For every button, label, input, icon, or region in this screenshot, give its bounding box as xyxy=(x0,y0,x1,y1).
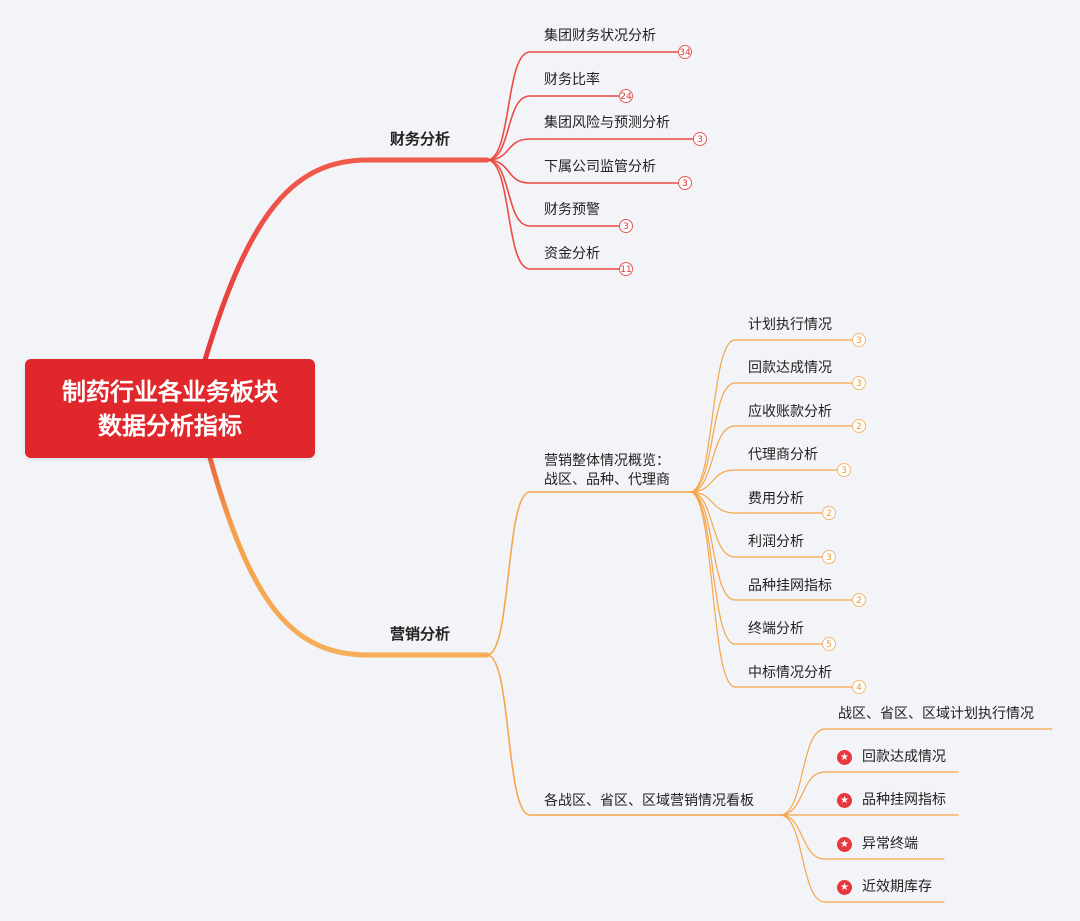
star-icon: ★ xyxy=(837,750,852,765)
branch-marketing[interactable]: 营销分析 xyxy=(390,625,451,643)
count-badge: 3 xyxy=(852,376,866,390)
connector-line xyxy=(689,339,853,493)
count-badge: 2 xyxy=(852,419,866,433)
count-badge: 34 xyxy=(678,45,692,59)
count-badge: 3 xyxy=(837,463,851,477)
overview-node[interactable]: 营销整体情况概览： 战区、品种、代理商 xyxy=(544,452,670,490)
connector-line xyxy=(689,491,853,601)
dashboard-item-label[interactable]: 品种挂网指标 xyxy=(862,792,946,808)
dashboard-item-label[interactable]: 异常终端 xyxy=(862,836,918,852)
connector-line xyxy=(202,157,490,363)
overview-item-label[interactable]: 代理商分析 xyxy=(748,447,818,463)
overview-item-label[interactable]: 费用分析 xyxy=(748,491,804,507)
connector-line xyxy=(486,159,620,227)
connector-line xyxy=(486,51,679,161)
root-title-line1: 制药行业各业务板块 xyxy=(62,377,278,406)
connector-line xyxy=(689,491,823,558)
connector-line xyxy=(486,159,679,184)
branch-finance[interactable]: 财务分析 xyxy=(390,130,451,148)
connector-line xyxy=(689,382,853,493)
connector-line xyxy=(207,455,490,658)
root-title-line2: 数据分析指标 xyxy=(98,411,242,440)
connector-line xyxy=(779,814,945,860)
connector-line xyxy=(689,469,838,493)
overview-item-label[interactable]: 利润分析 xyxy=(748,534,804,550)
finance-item-label[interactable]: 财务预警 xyxy=(544,202,600,218)
overview-item-label[interactable]: 回款达成情况 xyxy=(748,360,832,376)
overview-item-label[interactable]: 应收账款分析 xyxy=(748,404,832,420)
star-icon: ★ xyxy=(837,793,852,808)
star-icon: ★ xyxy=(837,880,852,895)
count-badge: 3 xyxy=(693,132,707,146)
dashboard-item-label[interactable]: 回款达成情况 xyxy=(862,749,946,765)
overview-item-label[interactable]: 品种挂网指标 xyxy=(748,578,832,594)
count-badge: 3 xyxy=(619,219,633,233)
connector-line xyxy=(689,425,853,493)
root-node[interactable]: 制药行业各业务板块 数据分析指标 xyxy=(25,359,315,458)
connector-line xyxy=(779,771,959,816)
finance-item-label[interactable]: 集团风险与预测分析 xyxy=(544,115,670,131)
star-icon: ★ xyxy=(837,837,852,852)
finance-item-label[interactable]: 集团财务状况分析 xyxy=(544,28,656,44)
count-badge: 2 xyxy=(852,593,866,607)
count-badge: 11 xyxy=(619,262,633,276)
finance-item-label[interactable]: 资金分析 xyxy=(544,246,600,262)
connector-line xyxy=(779,814,945,903)
overview-item-label[interactable]: 中标情况分析 xyxy=(748,665,832,681)
dashboard-item-label[interactable]: 近效期库存 xyxy=(862,879,932,895)
count-badge: 4 xyxy=(852,680,866,694)
count-badge: 24 xyxy=(619,89,633,103)
count-badge: 5 xyxy=(822,637,836,651)
connector-line xyxy=(486,654,781,816)
overview-line1: 营销整体情况概览： xyxy=(544,453,670,469)
overview-item-label[interactable]: 计划执行情况 xyxy=(748,317,832,333)
connector-line xyxy=(689,491,823,514)
count-badge: 3 xyxy=(852,333,866,347)
count-badge: 3 xyxy=(678,176,692,190)
connector-line xyxy=(486,138,694,161)
connector-line xyxy=(486,95,620,161)
connector-line xyxy=(486,159,620,270)
connector-line xyxy=(689,491,823,645)
finance-item-label[interactable]: 下属公司监管分析 xyxy=(544,159,656,175)
connector-line xyxy=(689,491,853,688)
count-badge: 3 xyxy=(822,550,836,564)
dashboard-node[interactable]: 各战区、省区、区域营销情况看板 xyxy=(544,793,754,809)
dashboard-item-label[interactable]: 战区、省区、区域计划执行情况 xyxy=(838,706,1034,722)
connector-line xyxy=(779,728,1053,816)
finance-item-label[interactable]: 财务比率 xyxy=(544,72,600,88)
count-badge: 2 xyxy=(822,506,836,520)
overview-line2: 战区、品种、代理商 xyxy=(544,472,670,488)
overview-item-label[interactable]: 终端分析 xyxy=(748,621,804,637)
connector-line xyxy=(486,491,691,656)
